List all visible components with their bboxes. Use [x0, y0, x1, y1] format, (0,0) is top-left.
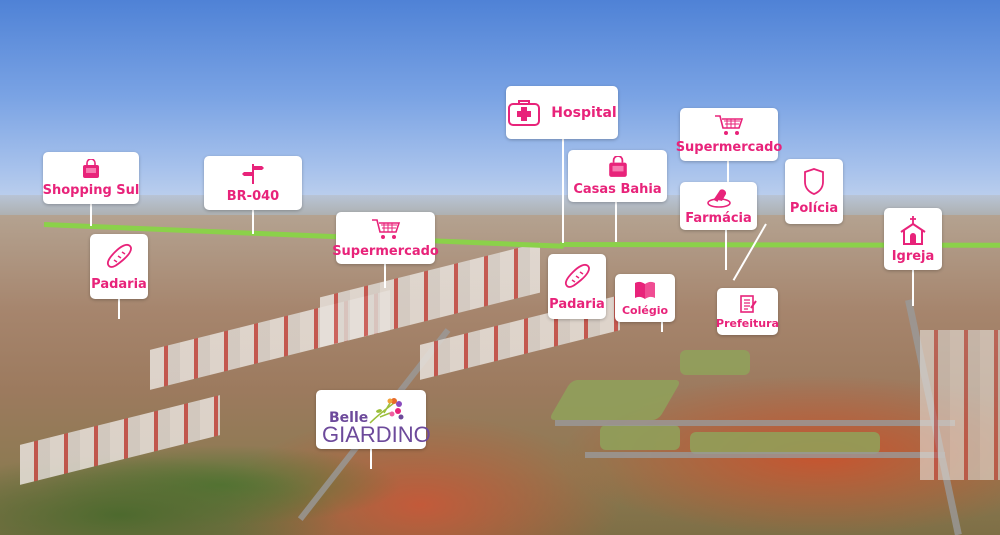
- bread-icon: [106, 243, 132, 268]
- book-icon: [635, 281, 655, 299]
- brand-line2: GIARDINO: [322, 422, 431, 447]
- label-pole: [562, 139, 564, 243]
- poi-padaria[interactable]: Padaria: [90, 234, 148, 299]
- poi-label: Casas Bahia: [573, 181, 662, 197]
- poi-label: Supermercado: [332, 243, 439, 259]
- poi-supermercado[interactable]: Supermercado: [332, 212, 439, 264]
- label-pole: [615, 202, 617, 242]
- medical-kit-icon: [508, 99, 541, 126]
- label-pole: [661, 322, 663, 332]
- shopping-cart-icon: [715, 115, 744, 135]
- poi-hospital[interactable]: Hospital: [506, 86, 618, 139]
- poi-label: Padaria: [91, 277, 147, 292]
- shopping-bag-icon: [83, 158, 99, 178]
- housing-blocks: [920, 330, 1000, 480]
- poi-label: Igreja: [891, 248, 935, 264]
- label-pole: [252, 210, 254, 234]
- poi-label: Supermercado: [675, 140, 783, 155]
- poi-label: Prefeitura: [716, 316, 779, 330]
- signpost-icon: [242, 163, 264, 184]
- poi-label: Polícia: [789, 201, 839, 216]
- road: [585, 452, 945, 458]
- church-icon: [900, 215, 926, 245]
- grass-field: [600, 425, 680, 450]
- poi-label: Colégio: [621, 303, 669, 317]
- poi-prefeitura[interactable]: Prefeitura: [716, 288, 779, 335]
- shopping-cart-icon: [371, 218, 400, 239]
- poi-colegio[interactable]: Colégio: [615, 274, 675, 322]
- poi-policia[interactable]: Polícia: [785, 159, 843, 224]
- poi-shopping-sul[interactable]: Shopping Sul: [43, 152, 139, 204]
- poi-casas-bahia[interactable]: Casas Bahia: [568, 150, 667, 202]
- label-pole: [370, 449, 372, 469]
- bread-icon: [564, 263, 590, 288]
- grass-field: [680, 350, 750, 375]
- poi-label: Hospital: [551, 104, 617, 121]
- shopping-bag-icon: [608, 155, 627, 177]
- sky: [0, 0, 1000, 215]
- poi-br-040[interactable]: BR-040: [204, 156, 302, 210]
- grass-field: [690, 432, 880, 454]
- grass-field: [548, 380, 682, 420]
- poi-label: Padaria: [549, 297, 605, 312]
- label-pole: [118, 299, 120, 319]
- poi-label: Shopping Sul: [42, 182, 140, 198]
- brand-belle-giardino[interactable]: Belle GIARDINO: [316, 390, 431, 449]
- poi-padaria[interactable]: Padaria: [548, 254, 606, 319]
- label-pole: [725, 230, 727, 270]
- road: [555, 420, 955, 426]
- pill-icon: [706, 188, 731, 208]
- poi-label: Farmácia: [685, 210, 752, 226]
- label-pole: [727, 161, 729, 183]
- flower-logo-icon: [369, 398, 404, 424]
- label-pole: [384, 264, 386, 288]
- label-pole: [912, 270, 914, 306]
- label-pole: [90, 204, 92, 226]
- poi-farmacia[interactable]: Farmácia: [680, 182, 757, 230]
- poi-supermercado[interactable]: Supermercado: [676, 108, 782, 161]
- document-icon: [739, 294, 757, 313]
- brand-line1: Belle: [329, 410, 369, 426]
- shield-icon: [804, 168, 824, 195]
- poi-label: BR-040: [226, 188, 280, 204]
- poi-igreja[interactable]: Igreja: [884, 208, 942, 270]
